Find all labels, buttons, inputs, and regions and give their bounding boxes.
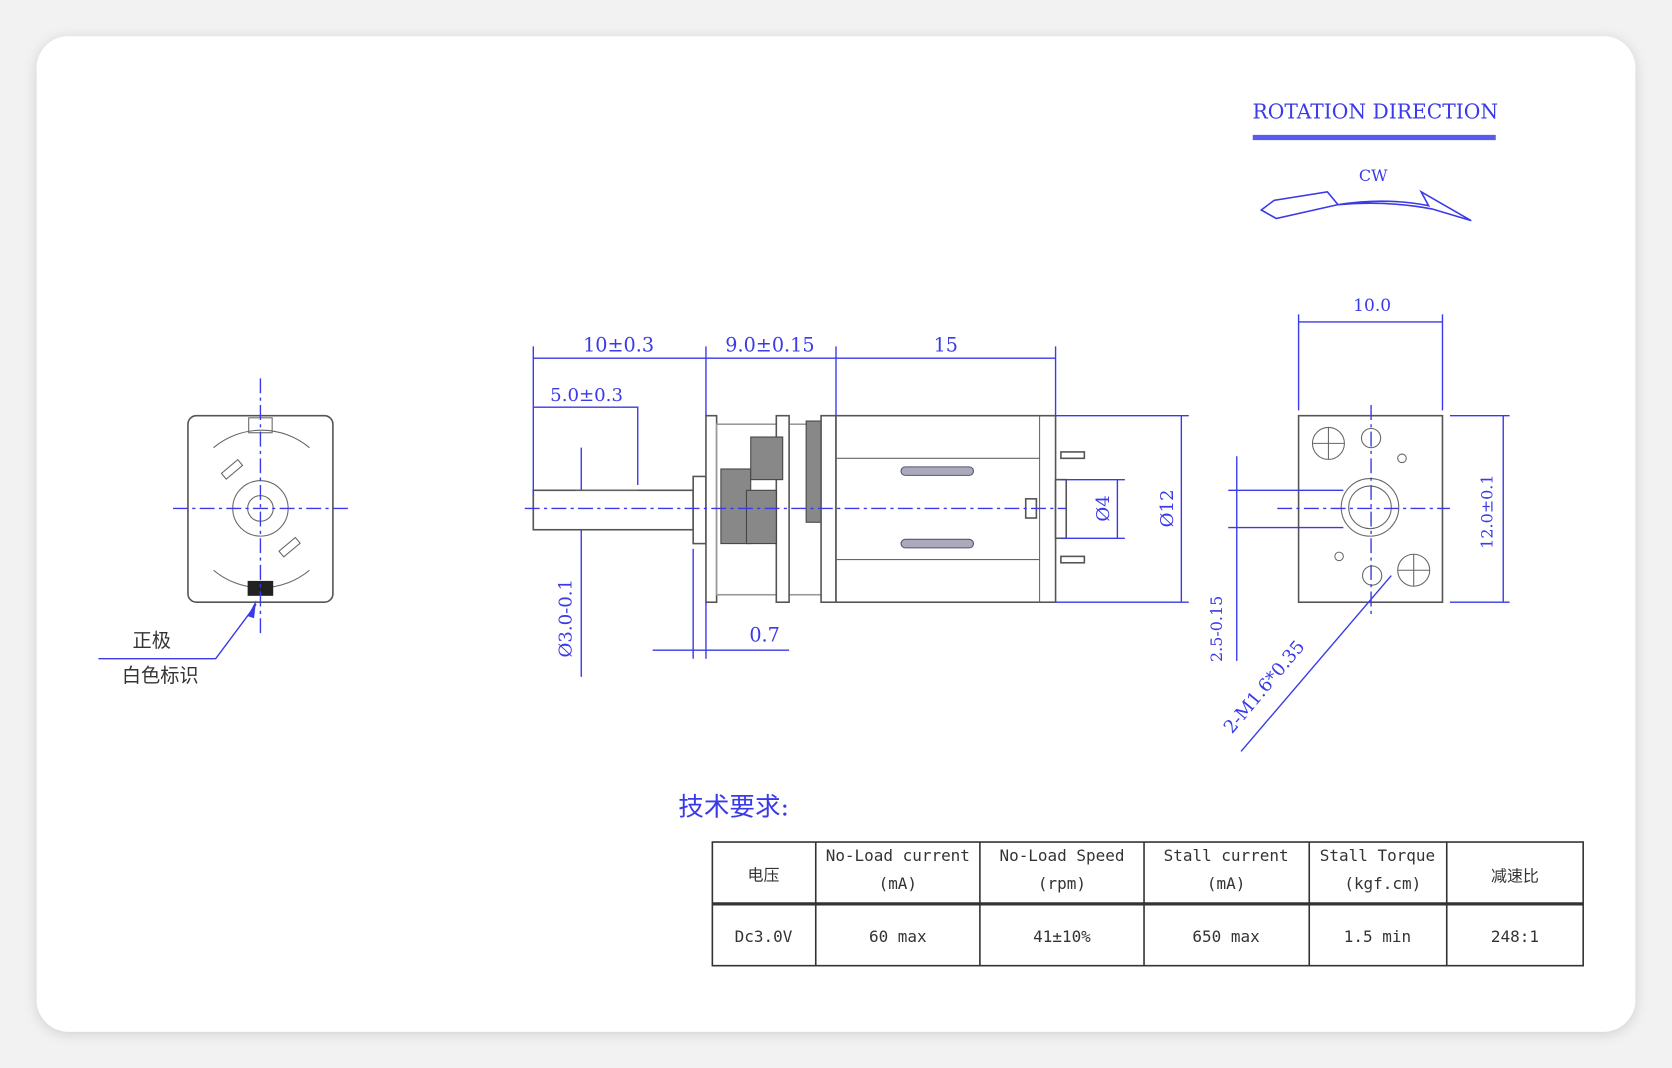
- dim-boss: Ø4: [1093, 495, 1114, 521]
- rotation-arrow-icon: [1259, 189, 1472, 222]
- dim-shaft-dia: Ø3.0-0.1: [556, 579, 577, 658]
- dim-gearbox: 9.0±0.15: [725, 334, 814, 357]
- spec-table: 电压 No-Load current (mA) No-Load Speed (r…: [711, 841, 1584, 967]
- header-stall-torque: Stall Torque: [1320, 846, 1435, 865]
- value-noload-current: 60 max: [869, 927, 927, 946]
- side-view: 10±0.3 9.0±0.15 15 5.0±0.3 0.7 Ø3.0-0.1 …: [524, 334, 1189, 677]
- header-noload-speed-unit: (rpm): [1038, 874, 1086, 893]
- value-stall-current: 650 max: [1192, 927, 1260, 946]
- header-stall-current-unit: (mA): [1207, 874, 1245, 893]
- dim-flat: 5.0±0.3: [550, 385, 623, 406]
- header-reduction-ratio: 减速比: [1491, 866, 1539, 885]
- value-reduction-ratio: 248:1: [1491, 927, 1539, 946]
- header-noload-current-unit: (mA): [879, 874, 917, 893]
- dim-body: Ø12: [1157, 489, 1178, 527]
- value-stall-torque: 1.5 min: [1344, 927, 1411, 946]
- rotation-direction: ROTATION DIRECTION CW: [1253, 99, 1499, 222]
- dim-motor: 15: [934, 334, 958, 357]
- header-voltage: 电压: [748, 865, 780, 884]
- end-view: 正极 白色标识: [98, 378, 348, 687]
- rotation-title: ROTATION DIRECTION: [1253, 99, 1499, 123]
- header-stall-torque-unit: (kgf.cm): [1344, 874, 1421, 893]
- tech-title: 技术要求:: [678, 792, 789, 822]
- dim-height: 12.0±0.1: [1478, 474, 1497, 548]
- label-white-mark: 白色标识: [122, 664, 199, 687]
- label-positive: 正极: [133, 629, 171, 652]
- header-stall-current: Stall current: [1164, 846, 1289, 865]
- rotation-cw: CW: [1359, 166, 1388, 185]
- value-noload-speed: 41±10%: [1033, 927, 1091, 946]
- dim-flange: 0.7: [749, 624, 780, 647]
- header-noload-current: No-Load current: [826, 846, 970, 865]
- dim-shaft-total: 10±0.3: [583, 334, 654, 357]
- dim-width: 10.0: [1353, 296, 1391, 316]
- dim-offset: 2.5-0.15: [1207, 596, 1226, 662]
- value-voltage: Dc3.0V: [735, 927, 793, 946]
- header-noload-speed: No-Load Speed: [999, 846, 1124, 865]
